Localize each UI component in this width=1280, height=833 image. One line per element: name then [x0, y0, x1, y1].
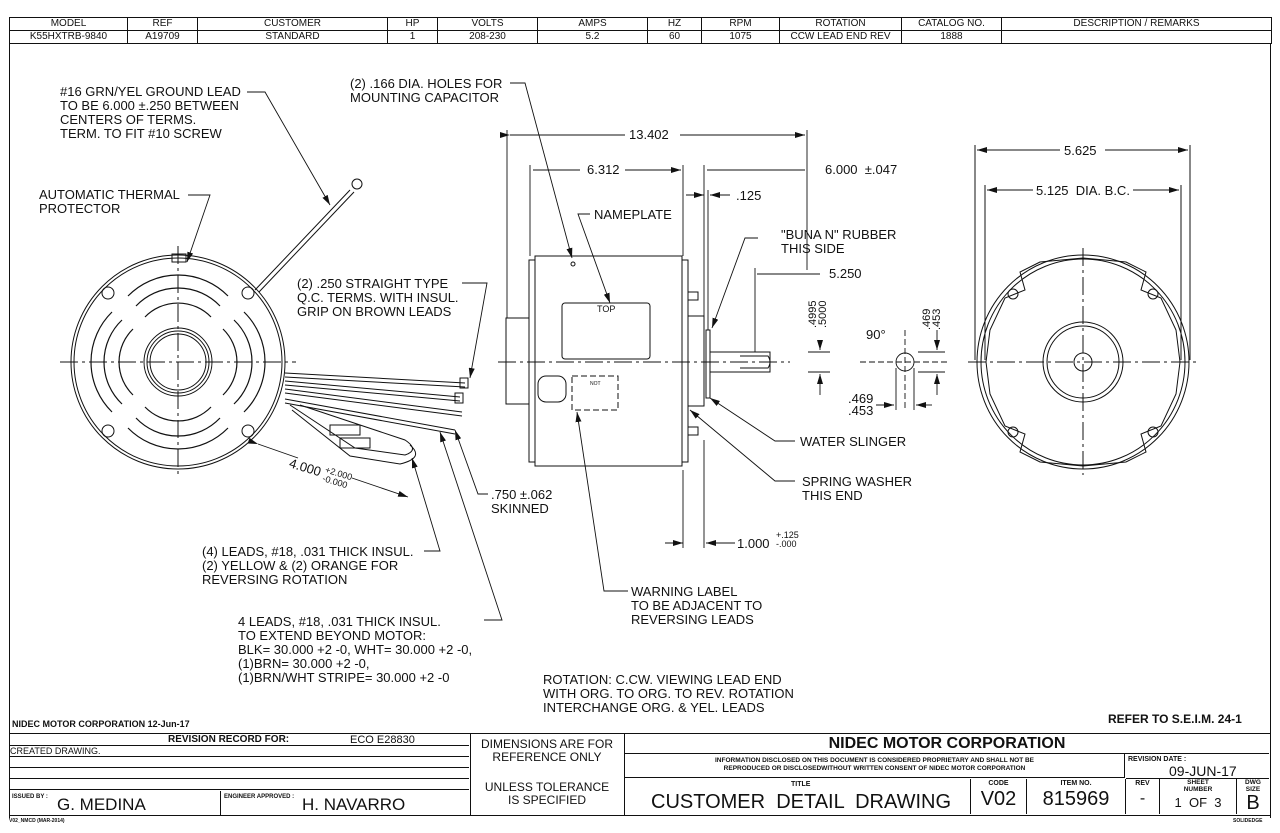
motor-leads [284, 372, 469, 465]
dim-flat-width: .469.453 [848, 391, 874, 418]
item-number: 815969 [1042, 788, 1110, 810]
issued-by-cell: ISSUED BY : G. MEDINA [10, 791, 221, 815]
top-label: TOP [597, 304, 616, 314]
value-ref: A19709 [127, 30, 198, 44]
dim-bolt-circle: 5.125 DIA. B.C. [1036, 183, 1130, 198]
shaft-end-view [968, 145, 1198, 475]
warning-small-label: NOT [590, 381, 601, 387]
reversing-leads-note: (4) LEADS, #18, .031 THICK INSUL. (2) YE… [202, 544, 414, 587]
dim-stud-tol: +.125-.000 [776, 531, 799, 549]
proprietary-notice: INFORMATION DISCLOSED ON THIS DOCUMENT I… [625, 754, 1125, 778]
value-customer: STANDARD [197, 30, 388, 44]
dims-reference-note: DIMENSIONS ARE FOR REFERENCE ONLY [480, 737, 614, 764]
dim-flat-h-bot: .453 [931, 308, 943, 330]
revision-row [10, 768, 469, 779]
rev-value: - [1139, 790, 1146, 807]
dim-end-dia: 5.625 [1064, 143, 1097, 158]
rev-label: REV [1135, 780, 1150, 787]
warning-label-note: WARNING LABEL TO BE ADJACENT TO REVERSIN… [631, 584, 763, 627]
stud-tol-minus: -.000 [776, 539, 797, 549]
spec-table: MODEL REF CUSTOMER HP VOLTS AMPS HZ RPM … [9, 17, 1272, 44]
revision-row [10, 757, 469, 768]
water-slinger-note: WATER SLINGER [800, 434, 907, 449]
revision-date: 09-JUN-17 [1169, 763, 1237, 779]
skinned-note: .750 ±.062 SKINNED [491, 487, 553, 516]
dim-shaft-length: 6.000 ±.047 [825, 162, 898, 177]
value-model: K55HXTRB-9840 [9, 30, 128, 44]
revision-block: REVISION RECORD FOR: ECO E28830 CREATED … [9, 733, 471, 816]
stud-tol-plus: +.125 [776, 530, 799, 540]
dwg-size-label: DWG SIZE [1245, 779, 1261, 793]
item-label: ITEM NO. [1060, 780, 1092, 787]
sheet-cell: SHEET NUMBER 1 OF 3 [1160, 779, 1237, 814]
extend-leads-note: 4 LEADS, #18, .031 THICK INSUL. TO EXTEN… [238, 614, 473, 685]
revision-header: REVISION RECORD FOR: ECO E28830 [10, 734, 469, 746]
form-code: V02_NMCD (MAR-2014) [9, 818, 65, 824]
issued-by-label: ISSUED BY : [12, 794, 48, 800]
drawing-title: CUSTOMER DETAIL DRAWING [651, 791, 952, 813]
title-cell: TITLE CUSTOMER DETAIL DRAWING [625, 779, 971, 814]
ground-lead-note: #16 GRN/YEL GROUND LEAD TO BE 6.000 ±.25… [60, 84, 241, 141]
ground-lead [254, 178, 363, 293]
dim-shaft-dia: .4995.5000 [807, 300, 829, 328]
leader-lines [186, 82, 795, 621]
code-cell: CODE V02 [971, 779, 1027, 814]
revision-date-label: REVISION DATE : [1128, 756, 1187, 763]
spec-value-row: K55HXTRB-9840 A19709 STANDARD 1 208-230 … [9, 30, 1272, 44]
eco-number: ECO E28830 [350, 734, 415, 746]
value-rpm: 1075 [701, 30, 780, 44]
dim-overall-length: 13.402 [629, 127, 669, 142]
dim-angle: 90° [866, 327, 886, 342]
title-block: NIDEC MOTOR CORPORATION INFORMATION DISC… [624, 733, 1271, 816]
sheet-label: SHEET NUMBER [1183, 779, 1213, 793]
issued-by-name: G. MEDINA [57, 795, 146, 814]
nameplate-note: NAMEPLATE [594, 207, 672, 222]
dwg-size: B [1246, 792, 1260, 814]
drawing-frame [9, 43, 1271, 818]
side-view [498, 255, 790, 467]
engineer-label: ENGINEER APPROVED : [224, 794, 295, 800]
engineer-cell: ENGINEER APPROVED : H. NAVARRO [222, 791, 469, 815]
dim-slinger-gap: .125 [736, 188, 762, 203]
dim-shaft-dia-bot: .5000 [817, 300, 829, 328]
software-label: SOLIDEDGE [1233, 818, 1263, 824]
code-label: CODE [988, 780, 1009, 787]
code-value: V02 [980, 788, 1017, 810]
revision-row: CREATED DRAWING. [10, 746, 469, 757]
company-date: NIDEC MOTOR CORPORATION 12-Jun-17 [12, 719, 190, 729]
revision-row [10, 779, 469, 790]
dim-flat-w-top: .469 [848, 391, 874, 406]
rev-cell: REV - [1126, 779, 1160, 814]
title-label: TITLE [791, 781, 811, 788]
item-cell: ITEM NO. 815969 [1027, 779, 1126, 814]
dwg-size-cell: DWG SIZE B [1237, 779, 1269, 814]
qc-terms-note: (2) .250 STRAIGHT TYPE Q.C. TERMS. WITH … [297, 276, 459, 319]
side-dimensions [500, 130, 820, 548]
thermal-protector-note: AUTOMATIC THERMAL PROTECTOR [39, 187, 180, 216]
company-name: NIDEC MOTOR CORPORATION [625, 734, 1269, 754]
tolerance-note: UNLESS TOLERANCE IS SPECIFIED [484, 780, 610, 807]
value-hp: 1 [387, 30, 438, 44]
dim-flat-w-bot: .453 [848, 403, 874, 418]
dim-flat-height: .469.453 [921, 308, 943, 330]
refer-note: REFER TO S.E.I.M. 24-1 [1108, 712, 1242, 726]
rotation-note: ROTATION: C.CW. VIEWING LEAD END WITH OR… [543, 672, 794, 715]
shaft-section [808, 330, 950, 410]
buna-rubber-note: "BUNA N" RUBBER THIS SIDE [781, 227, 897, 256]
dim-stud-length: 1.000 [737, 536, 770, 551]
spring-washer-note: SPRING WASHER THIS END [802, 474, 913, 503]
lead-end-view [60, 246, 296, 478]
dim-shaft-flat: 5.250 [829, 266, 862, 281]
mounting-holes-note: (2) .166 DIA. HOLES FOR MOUNTING CAPACIT… [350, 76, 503, 105]
revision-date-cell: REVISION DATE : 09-JUN-17 [1126, 754, 1269, 779]
value-description [1001, 30, 1272, 44]
revision-record-label: REVISION RECORD FOR: [168, 734, 290, 745]
engineer-name: H. NAVARRO [302, 795, 406, 814]
tolerance-note-block: DIMENSIONS ARE FOR REFERENCE ONLY UNLESS… [470, 733, 625, 816]
sheet-number: 1 OF 3 [1174, 795, 1222, 810]
dim-body-length: 6.312 [587, 162, 620, 177]
